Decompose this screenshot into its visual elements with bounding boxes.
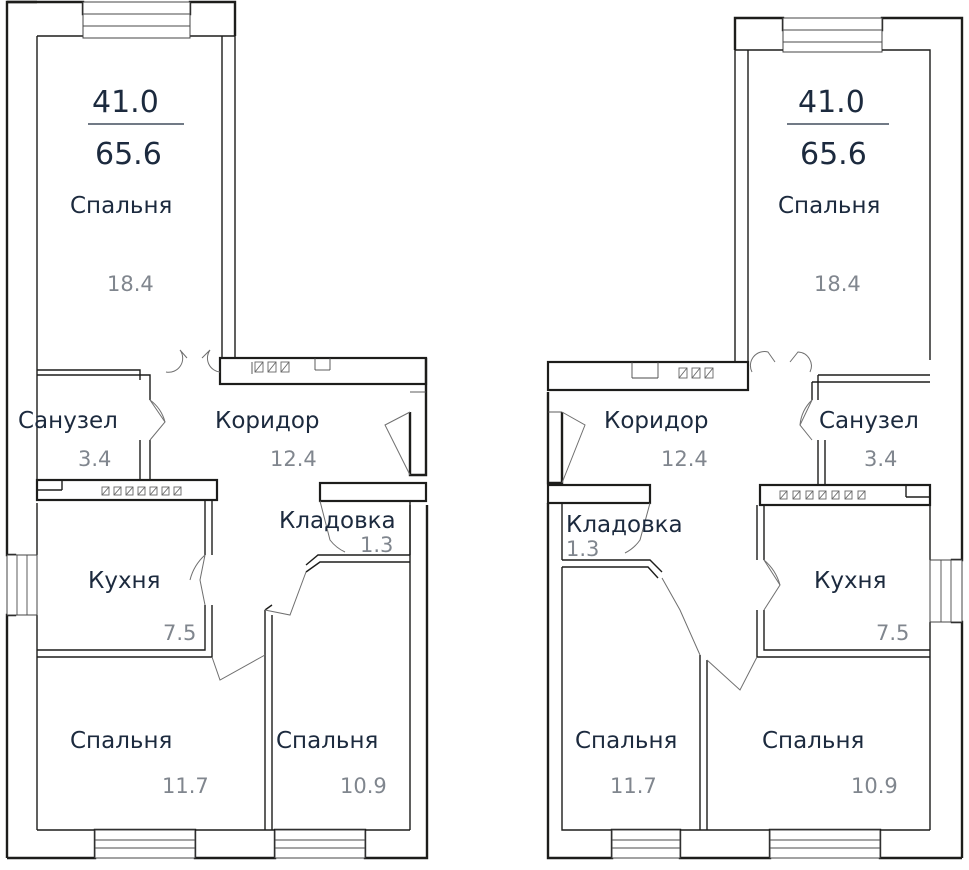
room-name-bedroom-bl-right: Спальня [575, 728, 677, 754]
plan-right: 41.0 65.6 Спальня 18.4 Санузел 3.4 Корид… [546, 16, 964, 860]
room-area-kitchen-right: 7.5 [876, 621, 909, 645]
room-name-kitchen-left: Кухня [88, 568, 160, 594]
room-area-bedroom-bl-right: 11.7 [610, 774, 657, 798]
room-area-bedroom-big-left: 18.4 [107, 272, 154, 296]
room-name-bedroom-big-right: Спальня [778, 193, 880, 219]
room-area-bathroom-right: 3.4 [864, 447, 897, 471]
window-bottom-right-1 [611, 829, 681, 859]
total-area-right: 41.0 65.6 [787, 85, 889, 172]
walls-left [5, 0, 429, 860]
room-area-kitchen-left: 7.5 [163, 621, 196, 645]
area-living-right: 41.0 [798, 85, 865, 120]
room-area-corridor-left: 12.4 [270, 447, 317, 471]
room-name-bedroom-br-left: Спальня [276, 728, 378, 754]
room-name-corridor-right: Коридор [604, 408, 709, 434]
doors-left [149, 349, 411, 681]
window-top-left [82, 1, 191, 39]
window-kitchen-right [929, 559, 963, 623]
window-kitchen-left [6, 554, 38, 616]
room-name-bedroom-br-right: Спальня [762, 728, 864, 754]
room-name-kitchen-right: Кухня [814, 568, 886, 594]
room-area-bathroom-left: 3.4 [78, 447, 111, 471]
window-bottom-right-2 [769, 829, 881, 859]
room-name-bathroom-right: Санузел [819, 408, 919, 434]
room-area-corridor-right: 12.4 [661, 447, 708, 471]
room-name-bathroom-left: Санузел [18, 408, 118, 434]
window-top-right [782, 17, 883, 53]
room-area-bedroom-big-right: 18.4 [814, 272, 861, 296]
room-name-storage-left: Кладовка [279, 508, 396, 534]
area-total-left: 65.6 [95, 137, 162, 172]
window-bottom-left-1 [94, 829, 196, 859]
area-total-right: 65.6 [800, 137, 867, 172]
room-name-bedroom-big-left: Спальня [70, 193, 172, 219]
room-area-storage-right: 1.3 [566, 537, 599, 561]
plan-left: 41.0 65.6 Спальня 18.4 Санузел 3.4 Корид… [5, 0, 429, 860]
walls-right [546, 16, 964, 860]
room-area-bedroom-br-left: 10.9 [340, 774, 387, 798]
room-area-bedroom-bl-left: 11.7 [162, 774, 209, 798]
room-area-bedroom-br-right: 10.9 [851, 774, 898, 798]
doors-right [561, 351, 813, 691]
total-area-left: 41.0 65.6 [88, 85, 184, 172]
room-name-corridor-left: Коридор [215, 408, 320, 434]
room-name-bedroom-bl-left: Спальня [70, 728, 172, 754]
area-living-left: 41.0 [92, 85, 159, 120]
window-bottom-left-2 [274, 829, 366, 859]
room-name-storage-right: Кладовка [566, 512, 683, 538]
room-area-storage-left: 1.3 [360, 533, 393, 557]
